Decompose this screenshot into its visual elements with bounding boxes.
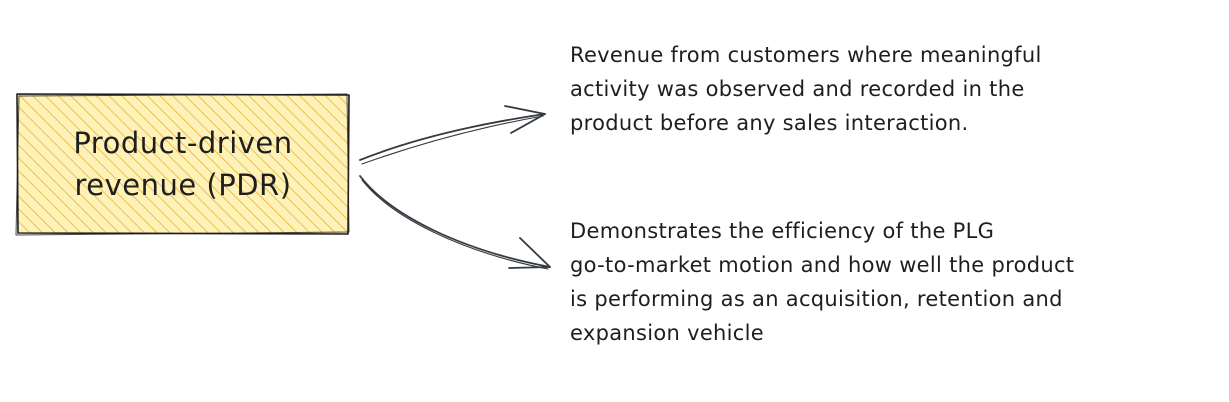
pdr-box-label-line-2: revenue (PDR) xyxy=(74,168,292,202)
pdr-box-label-line-1: Product-driven xyxy=(73,126,293,160)
significance-note-line: go-to-market motion and how well the pro… xyxy=(570,253,1075,277)
arrow-to-definition-shaft-sketch xyxy=(361,115,544,165)
significance-note: Demonstrates the efficiency of the PLG g… xyxy=(570,214,1074,350)
pdr-box-label: Product-driven revenue (PDR) xyxy=(18,95,348,233)
arrow-to-definition-shaft xyxy=(359,113,546,161)
arrow-to-definition xyxy=(359,105,546,165)
arrow-to-significance-shaft-sketch xyxy=(361,179,549,270)
pdr-box-fill xyxy=(18,95,348,233)
arrow-to-significance-shaft xyxy=(359,175,551,268)
significance-note-line: expansion vehicle xyxy=(570,321,764,345)
arrow-to-definition-head xyxy=(504,105,546,134)
definition-note-line: Revenue from customers where meaningful xyxy=(570,43,1042,67)
significance-note-line: Demonstrates the efficiency of the PLG xyxy=(570,219,995,243)
significance-note-line: is performing as an acquisition, retenti… xyxy=(570,287,1063,311)
arrow-to-significance xyxy=(359,175,551,270)
definition-note-line: product before any sales interaction. xyxy=(570,111,969,135)
arrow-to-significance-head xyxy=(508,237,551,269)
definition-note-line: activity was observed and recorded in th… xyxy=(570,77,1025,101)
pdr-box[interactable] xyxy=(15,93,350,236)
definition-note: Revenue from customers where meaningful … xyxy=(570,38,1042,140)
pdr-box-outline-sketch xyxy=(15,93,350,236)
